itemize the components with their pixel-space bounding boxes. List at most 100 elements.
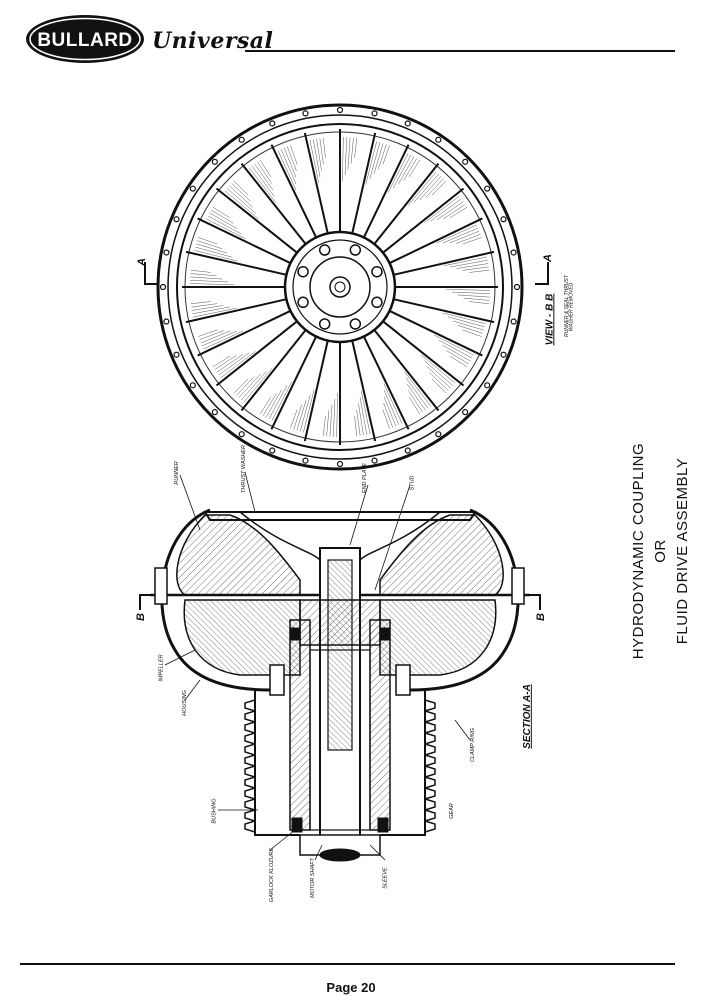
gear-tooth — [424, 820, 436, 833]
hub-bolt — [297, 296, 309, 309]
rim-bolt — [211, 409, 218, 416]
vane-shading — [404, 371, 432, 407]
vane-shading — [214, 355, 237, 370]
vane-shading — [436, 201, 464, 221]
vane-shading — [407, 171, 437, 206]
hub-bolt — [349, 318, 362, 330]
vane-shading — [319, 138, 324, 165]
vane-shading — [421, 354, 456, 384]
vane-shading — [190, 280, 229, 283]
marker-b-right: B — [534, 613, 547, 621]
rim-bolt — [173, 216, 180, 223]
vane-shading — [268, 385, 288, 420]
vane-shading — [356, 409, 361, 436]
vane-shading — [408, 159, 421, 178]
vane-shading — [347, 137, 351, 170]
rim-bolt — [435, 431, 442, 438]
vane-shading — [241, 371, 267, 401]
vane-shading — [197, 240, 223, 249]
rim-bolt — [163, 249, 170, 256]
vane-shading — [443, 204, 466, 219]
gear-tooth — [424, 754, 436, 767]
gear-tooth — [244, 787, 256, 800]
vane-shading — [262, 393, 277, 416]
gear-tooth — [424, 798, 436, 811]
gear-tooth — [424, 809, 436, 822]
vane-shading — [211, 209, 234, 224]
title-block: HYDRODYNAMIC COUPLING OR FLUID DRIVE ASS… — [628, 436, 702, 666]
vane-shading — [238, 373, 261, 398]
vane-shading — [408, 390, 423, 413]
vane — [363, 337, 410, 430]
vane-shading — [192, 306, 230, 315]
vane-shading — [398, 156, 415, 185]
vane-shading — [192, 308, 237, 318]
rim-bolt — [336, 460, 344, 468]
vane-shading — [303, 389, 315, 433]
vane-shading — [436, 224, 477, 244]
vane-shading — [438, 339, 473, 359]
vane-shading — [350, 137, 354, 164]
vane — [185, 250, 286, 276]
callout-impeller: IMPELLER — [158, 654, 165, 682]
vane-shading — [361, 390, 371, 435]
gear-tooth — [244, 776, 256, 789]
brand-script: Universal — [152, 28, 274, 54]
vane-shading — [354, 416, 358, 437]
rim-bolt — [189, 382, 196, 389]
vane-shading — [445, 289, 490, 291]
vane — [383, 321, 465, 387]
vane — [394, 298, 495, 324]
vane-shading — [326, 410, 330, 437]
vane-shading — [271, 381, 293, 421]
rim-bolt — [238, 136, 245, 143]
hub-bolt — [318, 244, 331, 256]
section-marker-a-left — [144, 262, 158, 285]
vane-shading — [373, 143, 384, 175]
vane-shading — [392, 154, 412, 189]
gear-tooth — [424, 710, 436, 723]
gear-tooth — [244, 721, 256, 734]
vane-shading — [216, 353, 244, 373]
rim-bolt — [269, 120, 276, 127]
vane-shading — [443, 256, 488, 266]
view-bb-wheel — [156, 103, 524, 471]
callout-stud: STUD — [409, 475, 416, 491]
vane-shading — [248, 167, 276, 203]
vane-shading — [354, 137, 358, 158]
rim-bolt — [404, 120, 411, 127]
vane-shading — [243, 368, 273, 403]
vane-shading — [309, 139, 319, 184]
vane-shading — [333, 398, 336, 437]
vane-shading — [191, 303, 218, 308]
vane-shading — [449, 230, 480, 244]
gear-tooth — [244, 710, 256, 723]
vane-shading — [190, 273, 217, 277]
vane-shading — [383, 383, 403, 424]
vane-shading — [329, 404, 333, 437]
vane — [197, 217, 290, 264]
vane-shading — [203, 330, 244, 350]
vane-shading — [469, 269, 490, 273]
callout-motor-shaft: MOTOR SHAFT — [309, 858, 316, 898]
vane-shading — [403, 158, 418, 181]
rim-bolt — [189, 185, 196, 192]
vane-shading — [316, 138, 322, 171]
vane-shading — [449, 206, 468, 219]
vane-shading — [424, 195, 460, 223]
rim-bolt — [510, 318, 517, 325]
vane — [363, 144, 410, 237]
rim-bolt — [371, 110, 378, 117]
vane-shading — [462, 237, 482, 245]
vane-shading — [201, 330, 238, 347]
marker-a-left: A — [135, 258, 148, 266]
gear-tooth — [244, 798, 256, 811]
vane-shading — [446, 350, 469, 365]
section-aa-label: SECTION A-A — [521, 684, 533, 749]
rim-bolt — [302, 457, 309, 464]
vane-shading — [209, 212, 238, 229]
gear-tooth — [424, 787, 436, 800]
title-line3: FLUID DRIVE ASSEMBLY — [674, 457, 691, 645]
vane-shading — [259, 159, 272, 178]
